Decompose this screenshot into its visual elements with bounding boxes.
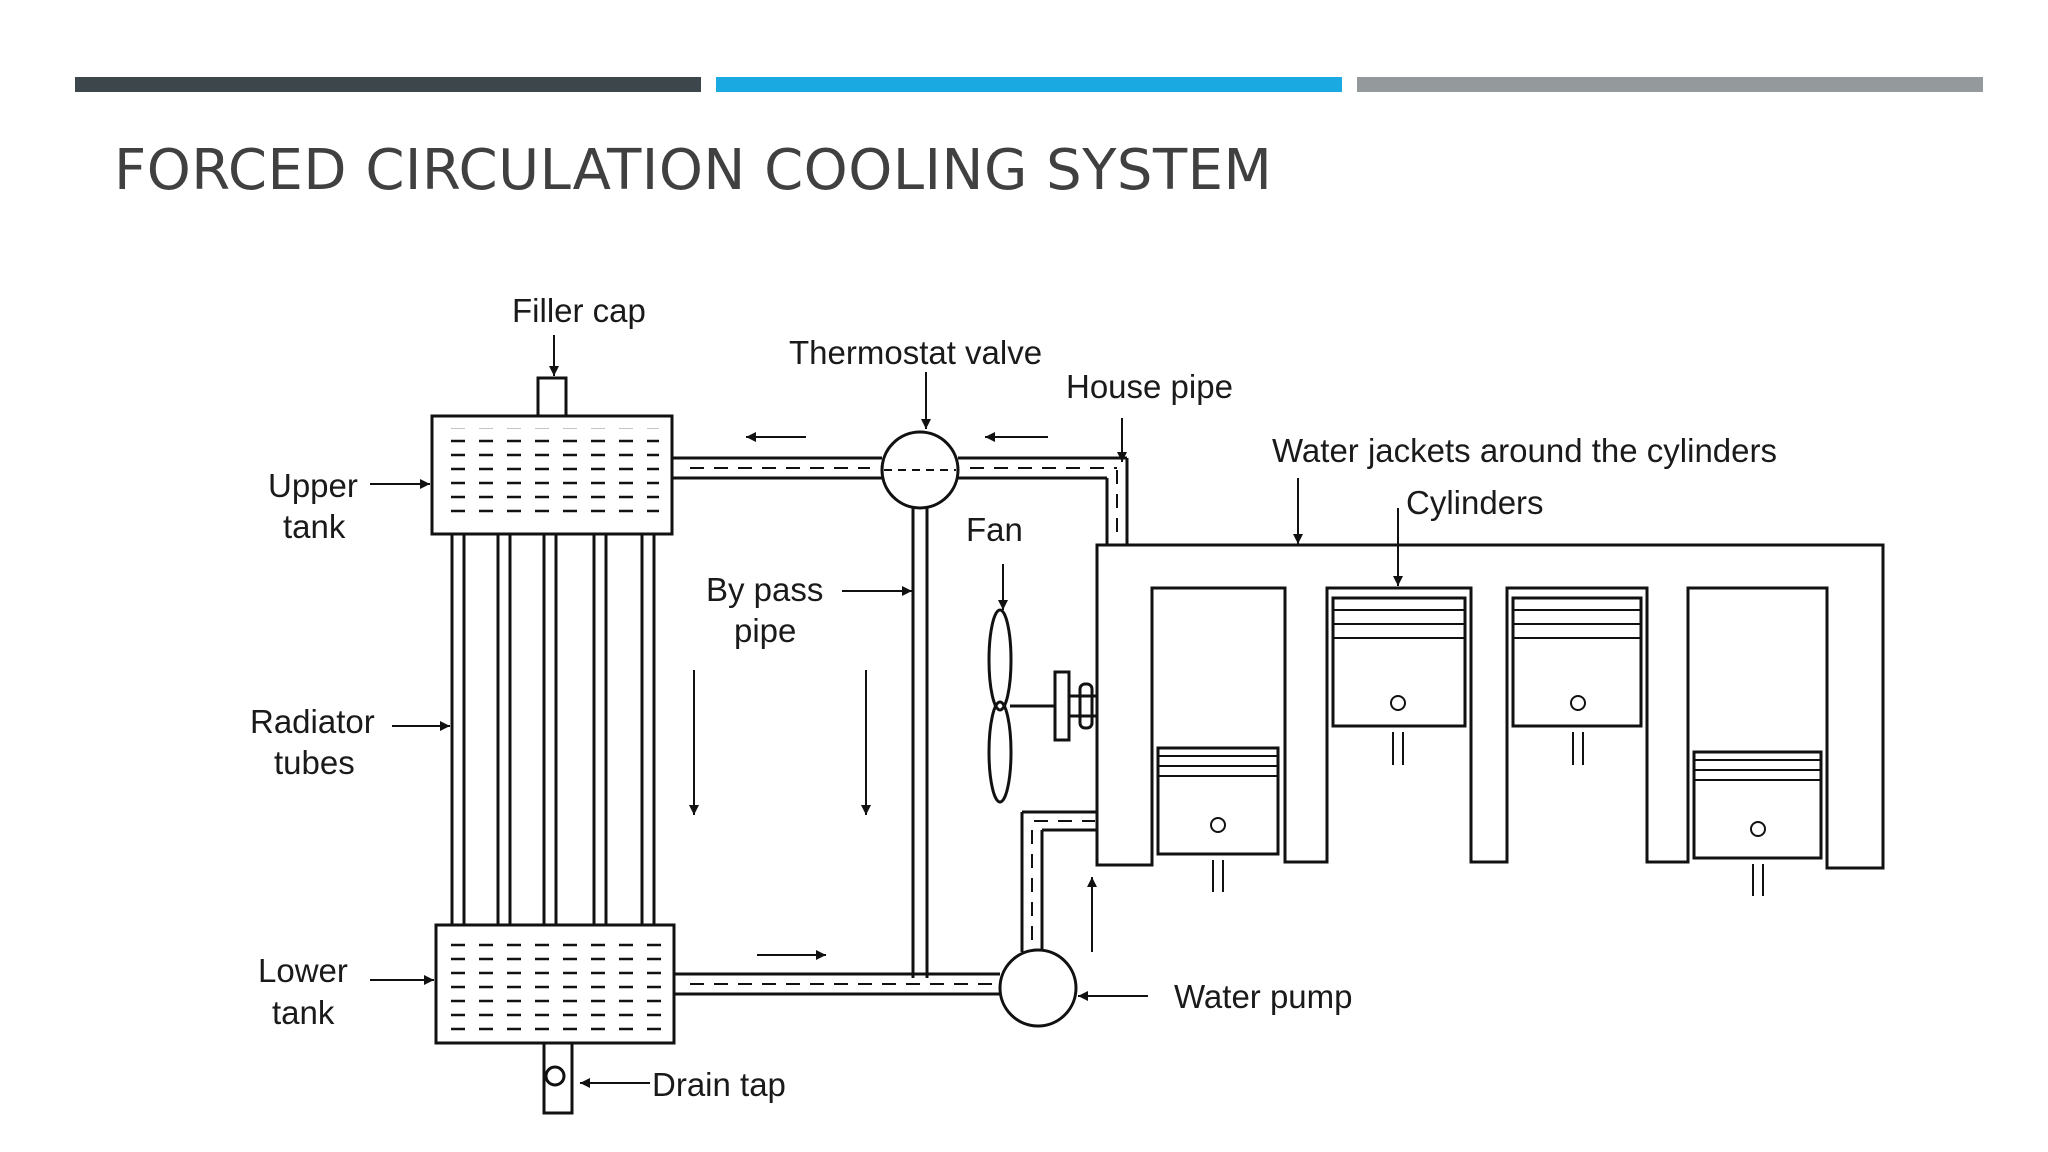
accent-bar-dark	[75, 77, 701, 92]
engine-block	[1095, 543, 1885, 870]
flow-arrows	[689, 432, 1097, 960]
label-water-jackets: Water jackets around the cylinders	[1272, 432, 1777, 469]
label-thermostat-valve: Thermostat valve	[789, 334, 1042, 371]
drain-tap	[542, 1041, 574, 1115]
label-lower-tank-2: tank	[272, 994, 335, 1031]
label-cylinders: Cylinders	[1406, 484, 1544, 521]
label-house-pipe: House pipe	[1066, 368, 1233, 405]
water-pump	[998, 948, 1078, 1028]
upper-pipe	[672, 456, 1129, 545]
pump-outlet-pipe	[1020, 810, 1097, 952]
accent-bar-gray	[1357, 77, 1983, 92]
label-water-pump: Water pump	[1174, 978, 1353, 1015]
label-upper-tank-1: Upper	[268, 467, 358, 504]
filler-cap	[536, 376, 568, 418]
label-fan: Fan	[966, 511, 1023, 548]
label-by-pass-1: By pass	[706, 571, 823, 608]
accent-bar-blue	[716, 77, 1342, 92]
cylinder-4	[1692, 750, 1823, 896]
cylinder-1	[1156, 746, 1280, 892]
label-radiator-2: tubes	[274, 744, 355, 781]
lower-tank	[434, 923, 676, 1045]
label-radiator-1: Radiator	[250, 703, 375, 740]
slide-title: FORCED CIRCULATION COOLING SYSTEM	[114, 138, 1273, 203]
label-filler-cap: Filler cap	[512, 292, 646, 329]
lower-pipe	[674, 972, 1000, 996]
fan	[987, 608, 1097, 804]
upper-tank	[430, 414, 674, 536]
label-drain-tap: Drain tap	[652, 1066, 786, 1103]
cylinder-2	[1331, 596, 1467, 765]
cylinder-3	[1511, 596, 1643, 765]
by-pass-pipe	[911, 508, 929, 978]
label-by-pass-2: pipe	[734, 612, 796, 649]
label-upper-tank-2: tank	[283, 508, 346, 545]
leader-arrows	[370, 335, 1403, 1088]
label-lower-tank-1: Lower	[258, 952, 348, 989]
thermostat-valve	[880, 430, 960, 510]
radiator-tubes	[450, 534, 656, 925]
